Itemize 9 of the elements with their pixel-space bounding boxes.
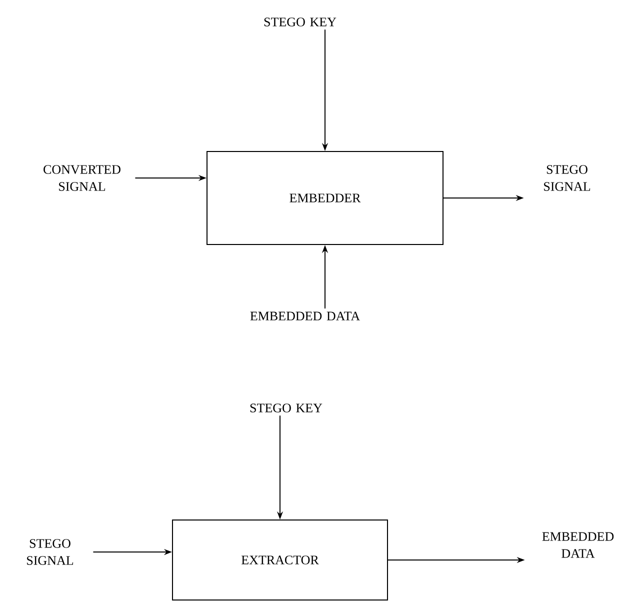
process-box: EXTRACTOR <box>172 520 388 600</box>
signal-label: STEGO SIGNAL <box>27 539 74 565</box>
signal-label: STEGO KEY <box>250 404 322 412</box>
process-box: EMBEDDER <box>206 151 444 245</box>
signal-label: STEGO SIGNAL <box>544 165 590 191</box>
signal-label: EMBEDDED DATA <box>542 532 614 558</box>
signal-label: CONVERTED SIGNAL <box>44 165 120 191</box>
signal-label: EMBEDDED DATA <box>250 312 360 320</box>
signal-label: STEGO KEY <box>264 18 336 26</box>
